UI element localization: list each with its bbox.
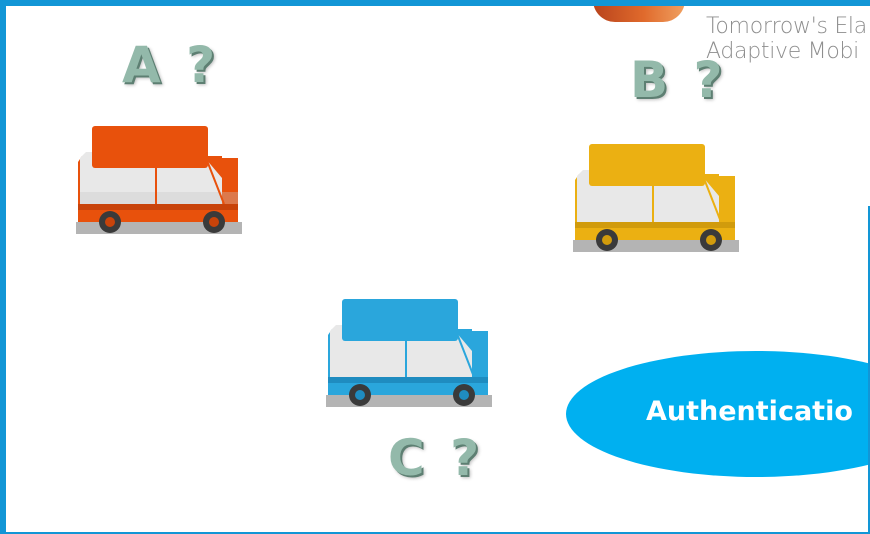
van-window-strip	[80, 192, 238, 204]
authentication-oval	[566, 351, 870, 477]
van-windshield	[455, 330, 475, 378]
logo-icon	[593, 6, 685, 22]
authentication-label: Authenticatio	[646, 396, 853, 427]
vehicle-a-label: A ?	[122, 36, 220, 94]
van-skirt	[328, 377, 488, 383]
van-c-icon	[326, 299, 492, 407]
van-skirt	[78, 204, 238, 210]
van-skirt	[575, 222, 735, 228]
van-b-icon	[573, 144, 739, 252]
van-roof	[589, 144, 705, 186]
vehicle-c-label: C ?	[388, 429, 484, 487]
title-line-1: Tomorrow's Ela	[706, 14, 867, 39]
van-roof	[342, 299, 458, 341]
van-windshield	[205, 157, 225, 205]
slide-title: Tomorrow's Ela Adaptive Mobi	[706, 14, 870, 94]
van-a-icon	[76, 126, 242, 234]
van-roof	[92, 126, 208, 168]
van-windshield	[702, 175, 722, 223]
vehicle-b-label: B ?	[630, 51, 727, 109]
title-line-2: Adaptive Mobi	[706, 39, 859, 64]
frame-right-edge	[868, 206, 870, 532]
